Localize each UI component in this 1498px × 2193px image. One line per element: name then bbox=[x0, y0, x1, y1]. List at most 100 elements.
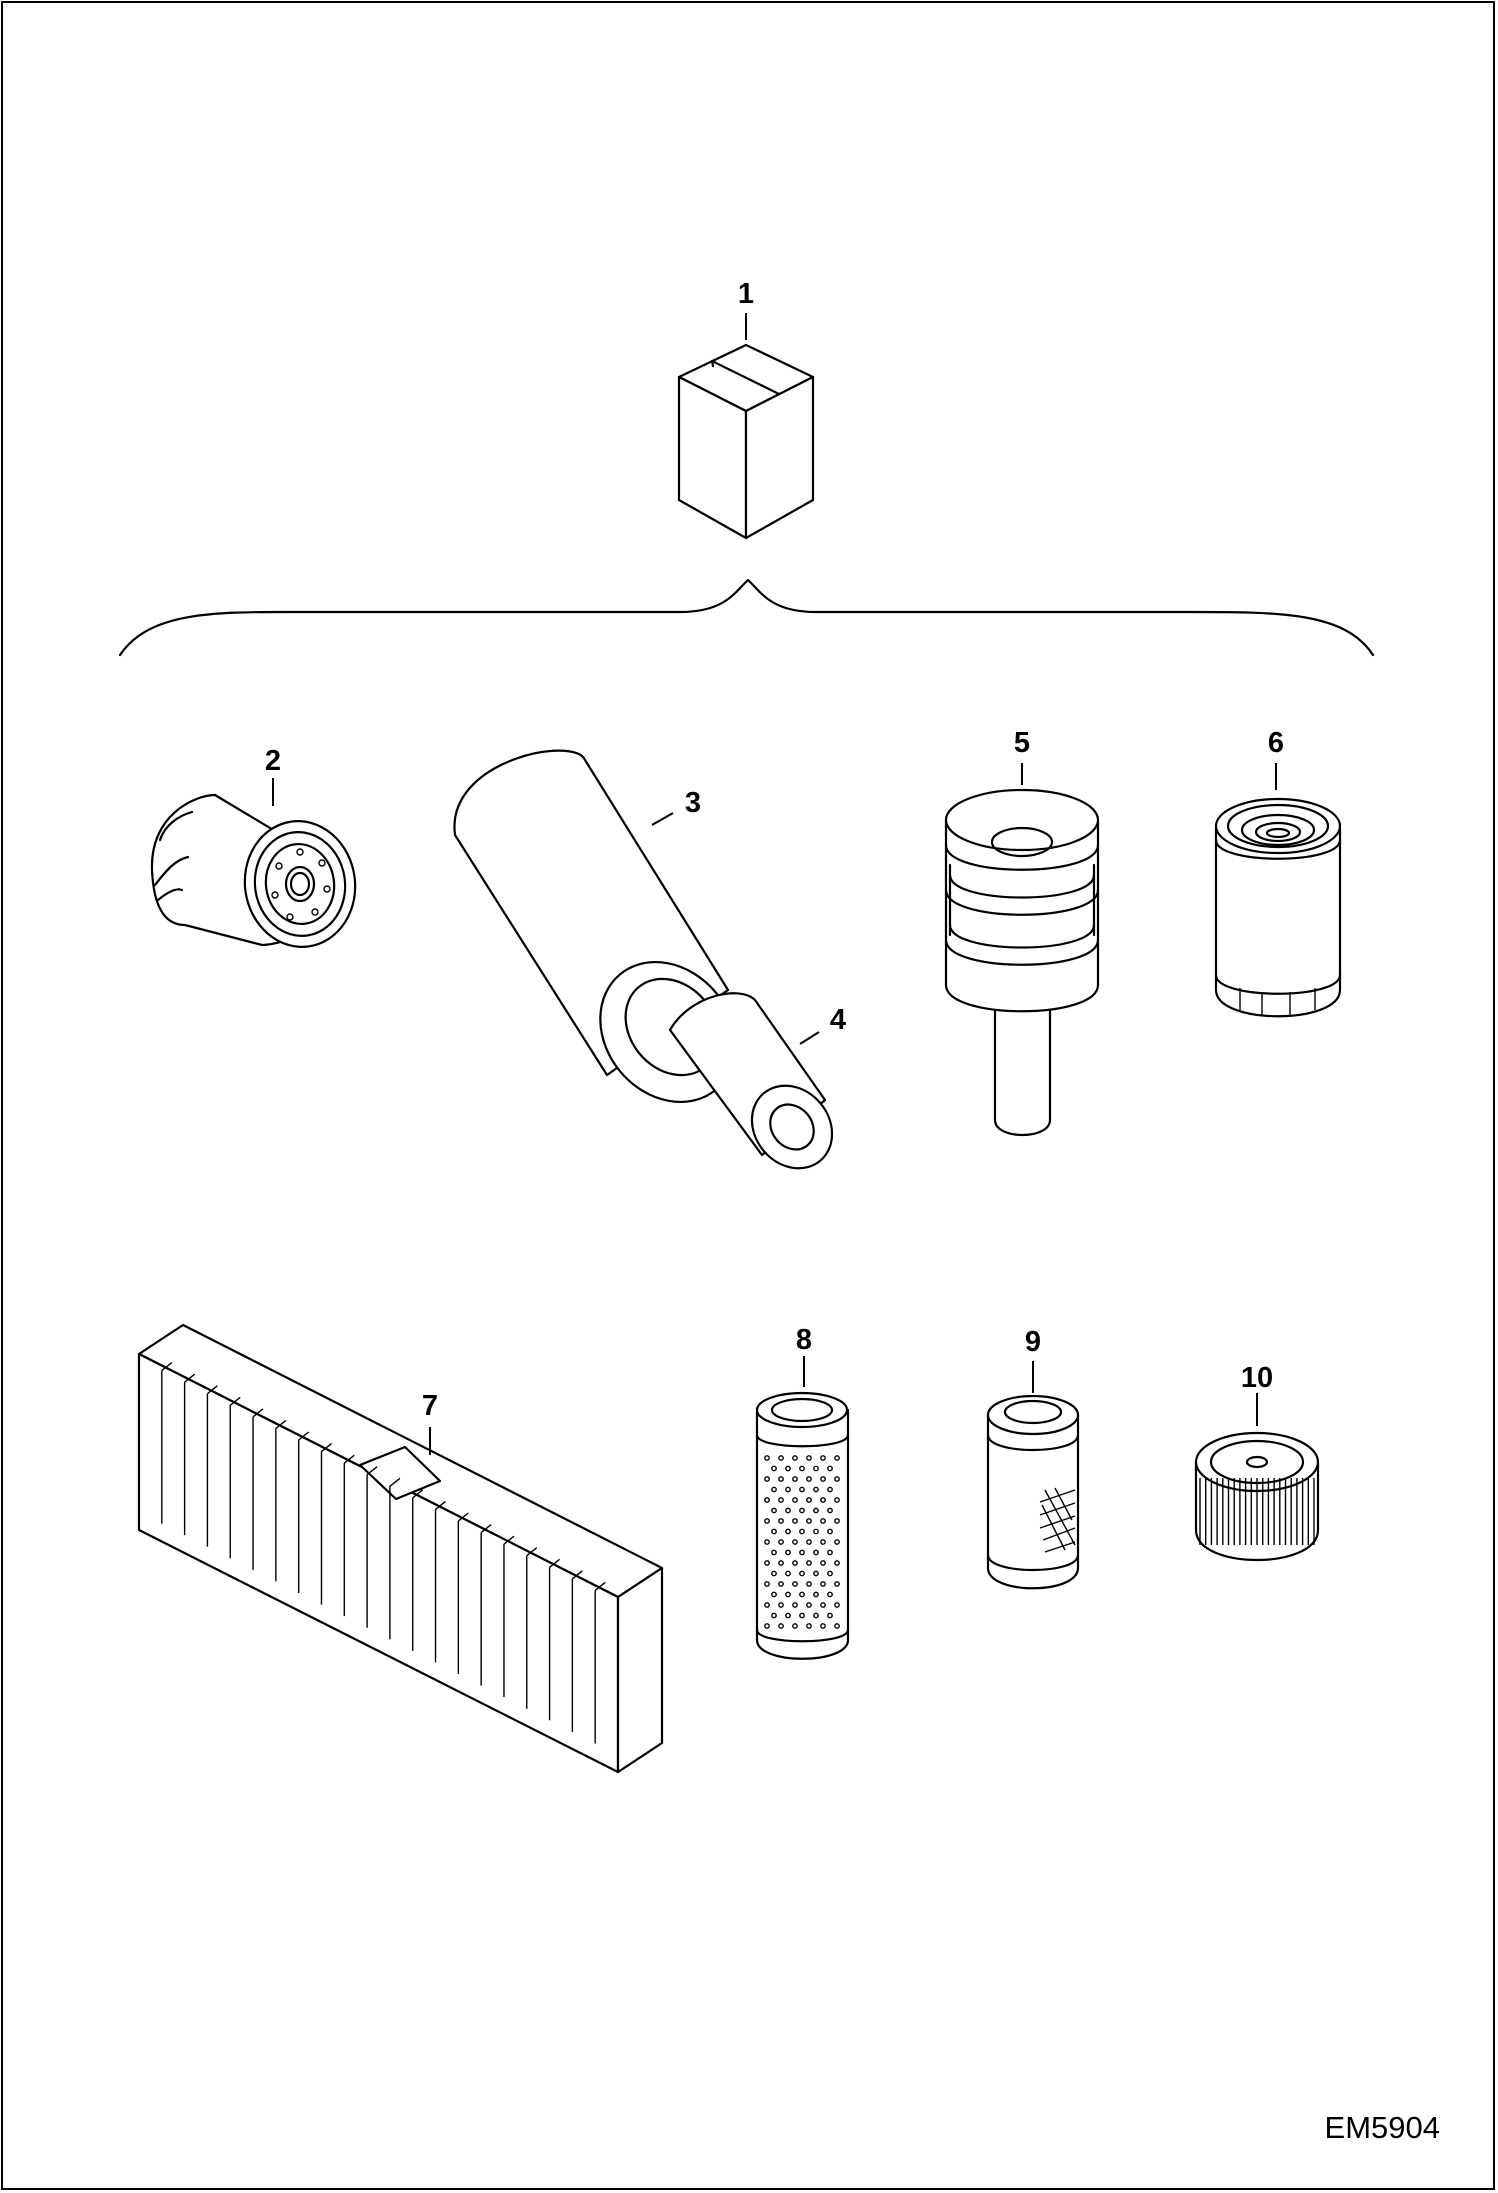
perforation-dot bbox=[771, 1465, 777, 1472]
pleat-edge bbox=[343, 1454, 355, 1464]
perforation-dot bbox=[778, 1581, 784, 1587]
oil-filter-illustration bbox=[150, 793, 357, 948]
perforation-dot bbox=[792, 1581, 798, 1587]
perforation-dot bbox=[806, 1581, 812, 1587]
perforation-dot bbox=[785, 1570, 791, 1577]
perforation-dot bbox=[834, 1497, 840, 1503]
pleat-edge bbox=[457, 1512, 469, 1522]
perforation-dot bbox=[834, 1539, 840, 1545]
pleat-edge bbox=[389, 1477, 401, 1487]
leader-line-4 bbox=[799, 1031, 820, 1045]
cab-panel-filter-illustration bbox=[137, 1323, 664, 1774]
perforation-dot bbox=[785, 1528, 791, 1535]
perforation-dot bbox=[820, 1476, 826, 1482]
perforation-dot bbox=[820, 1623, 826, 1629]
perforation-dot bbox=[785, 1591, 791, 1598]
hydrostatic-filter-pleats bbox=[1199, 1478, 1315, 1545]
perforation-dot bbox=[771, 1549, 777, 1556]
pleat-edge bbox=[229, 1396, 241, 1406]
pleat-edge bbox=[526, 1547, 538, 1557]
callout-7: 7 bbox=[422, 1390, 438, 1422]
hydraulic-filter-element-illustration bbox=[755, 1391, 850, 1660]
perforation-dot bbox=[806, 1560, 812, 1566]
perforation-dot bbox=[799, 1570, 805, 1577]
pleat-edge bbox=[161, 1362, 173, 1372]
perforation-dot bbox=[834, 1518, 840, 1524]
callout-9: 9 bbox=[1025, 1326, 1041, 1358]
perforation-dot bbox=[820, 1581, 826, 1587]
perforation-dot bbox=[778, 1476, 784, 1482]
callout-3: 3 bbox=[685, 787, 701, 819]
perforation-dot bbox=[834, 1581, 840, 1587]
perforation-dot bbox=[806, 1476, 812, 1482]
perforation-dot bbox=[820, 1455, 826, 1461]
perforation-dot bbox=[792, 1497, 798, 1503]
perforation-dot bbox=[764, 1455, 770, 1461]
perforation-dot bbox=[764, 1539, 770, 1545]
perforation-dot bbox=[792, 1602, 798, 1608]
perforation-dot bbox=[806, 1497, 812, 1503]
perforation-dot bbox=[764, 1476, 770, 1482]
perforation-dot bbox=[827, 1591, 833, 1598]
perforation-dot bbox=[792, 1539, 798, 1545]
perforation-dot bbox=[778, 1497, 784, 1503]
perforation-dot bbox=[771, 1486, 777, 1493]
perforation-dot bbox=[834, 1455, 840, 1461]
perforation-dot bbox=[764, 1518, 770, 1524]
perforation-dot bbox=[820, 1539, 826, 1545]
callout-2: 2 bbox=[265, 745, 281, 777]
perforation-dot bbox=[813, 1486, 819, 1493]
perforation-dot bbox=[806, 1539, 812, 1545]
perforation-dot bbox=[778, 1518, 784, 1524]
perforation-dot bbox=[813, 1591, 819, 1598]
perforation-dot bbox=[792, 1455, 798, 1461]
perforation-dot bbox=[799, 1507, 805, 1514]
callout-10: 10 bbox=[1241, 1362, 1273, 1394]
perforation-dot bbox=[771, 1612, 777, 1619]
perforation-dot bbox=[778, 1623, 784, 1629]
perforation-dot bbox=[834, 1476, 840, 1482]
perforation-dot bbox=[764, 1560, 770, 1566]
pleat-edge bbox=[549, 1558, 561, 1568]
perforation-dot bbox=[799, 1465, 805, 1472]
perforation-dot bbox=[806, 1455, 812, 1461]
kit-brace bbox=[118, 578, 1375, 657]
perforation-dot bbox=[813, 1507, 819, 1514]
perforation-dot bbox=[827, 1465, 833, 1472]
perforation-dot bbox=[785, 1549, 791, 1556]
perforation-dot bbox=[827, 1486, 833, 1493]
pleat-edge bbox=[366, 1466, 378, 1476]
callout-6: 6 bbox=[1268, 727, 1284, 759]
perforation-dot bbox=[827, 1570, 833, 1577]
pleat-edge bbox=[412, 1489, 424, 1499]
perforation-dot bbox=[764, 1602, 770, 1608]
perforation-dot bbox=[778, 1455, 784, 1461]
perforation-dot bbox=[834, 1560, 840, 1566]
perforation-dot bbox=[806, 1602, 812, 1608]
perforation-dot bbox=[827, 1528, 833, 1535]
figure-id-label: EM5904 bbox=[1325, 2110, 1440, 2145]
perforation-dot bbox=[813, 1612, 819, 1619]
perforation-dot bbox=[785, 1612, 791, 1619]
perforation-dot bbox=[820, 1497, 826, 1503]
separator-element-illustration bbox=[944, 788, 1100, 1137]
hydrostatic-filter-illustration bbox=[1194, 1431, 1320, 1561]
perforation-dot bbox=[771, 1528, 777, 1535]
inner-air-filter-illustration bbox=[668, 992, 834, 1170]
perforation-dot bbox=[813, 1570, 819, 1577]
perforation-dot bbox=[778, 1602, 784, 1608]
perforation-dot bbox=[799, 1549, 805, 1556]
perforation-dot bbox=[771, 1591, 777, 1598]
filter-pleats bbox=[161, 1362, 606, 1744]
perforation-dot bbox=[827, 1612, 833, 1619]
perforation-dot bbox=[813, 1528, 819, 1535]
perforation-dot bbox=[792, 1623, 798, 1629]
pleat-edge bbox=[435, 1500, 446, 1510]
pleat-edge bbox=[252, 1408, 264, 1418]
perforation-dot bbox=[834, 1623, 840, 1629]
perforation-dot bbox=[785, 1507, 791, 1514]
pleat-edge bbox=[480, 1524, 492, 1534]
leader-line-3 bbox=[651, 812, 674, 826]
